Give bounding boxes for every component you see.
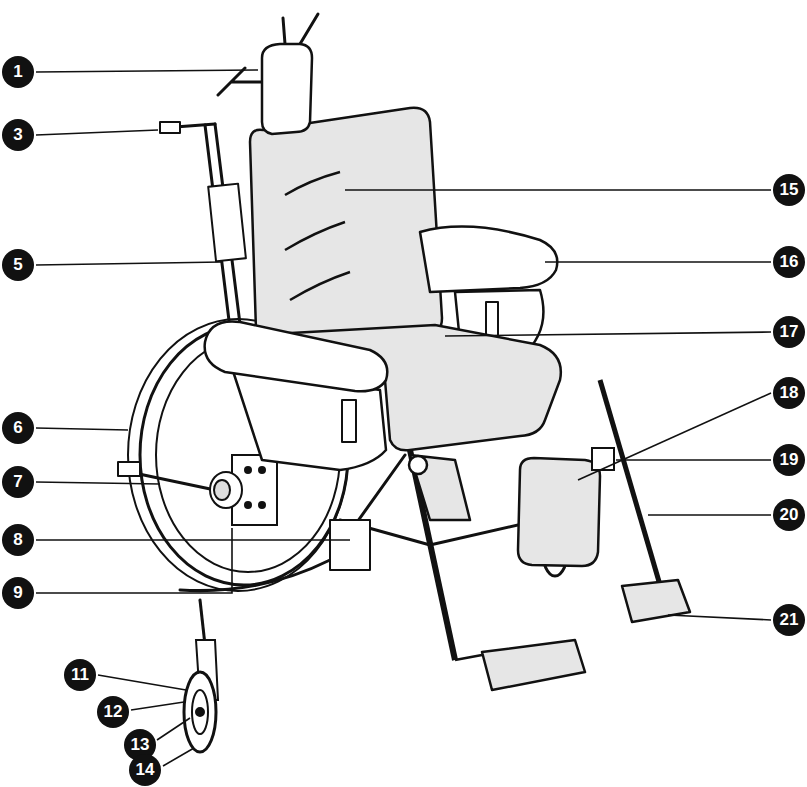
- calf-pad: [600, 380, 660, 585]
- callout-number: 16: [773, 246, 805, 278]
- back-cushion: [285, 172, 350, 300]
- left-armrest: [205, 321, 388, 391]
- callout-number: 11: [64, 659, 96, 691]
- back-cushion: [250, 108, 442, 345]
- callout-number: 19: [773, 444, 805, 476]
- legrests: [455, 655, 482, 660]
- callout-number: 6: [2, 412, 34, 444]
- callout-number: 7: [2, 466, 34, 498]
- leader-line: [648, 514, 771, 516]
- frame: [160, 122, 180, 133]
- legrests: [409, 456, 427, 474]
- legrests: [409, 450, 690, 690]
- front-caster: [184, 672, 216, 752]
- hub: [245, 502, 251, 508]
- callout-number: 8: [2, 524, 34, 556]
- leader-line: [445, 332, 771, 336]
- hub: [210, 455, 277, 525]
- calf-pad: [592, 448, 614, 470]
- leader-line: [36, 528, 232, 593]
- callout-number: 20: [773, 499, 805, 531]
- callout-number: 21: [773, 604, 805, 636]
- frame: [208, 184, 246, 262]
- callout-number: 12: [97, 696, 129, 728]
- hub: [210, 472, 242, 508]
- frame: [330, 520, 370, 570]
- hub: [214, 480, 230, 500]
- frame: [200, 600, 205, 645]
- callout-number: 9: [2, 577, 34, 609]
- callout-number: 1: [2, 56, 34, 88]
- calf-pad: [518, 458, 600, 566]
- frame: [283, 14, 318, 44]
- callout-number: 18: [773, 377, 805, 409]
- callout-number: 15: [773, 174, 805, 206]
- leader-line: [36, 482, 160, 484]
- leader-line: [578, 393, 771, 480]
- calf-pad: [518, 380, 660, 585]
- leader-line: [36, 70, 258, 72]
- back-cushion: [250, 108, 442, 345]
- headrest: [262, 44, 312, 134]
- leader-line: [36, 130, 158, 135]
- leader-line: [131, 702, 184, 710]
- leader-line: [668, 615, 771, 620]
- leader-line: [157, 718, 190, 740]
- legrests: [482, 640, 585, 690]
- front-caster: [192, 690, 208, 734]
- callout-number: 3: [2, 119, 34, 151]
- frame: [218, 68, 262, 95]
- rear-wheel: [118, 462, 140, 476]
- callout-number: 5: [2, 249, 34, 281]
- leader-lines: [36, 70, 771, 766]
- front-caster: [184, 640, 218, 752]
- leader-line: [36, 428, 128, 430]
- right-armrest: [420, 227, 557, 292]
- right-armrest: [486, 302, 498, 338]
- leader-line: [616, 459, 771, 461]
- leader-line: [98, 675, 186, 690]
- left-armrest: [342, 400, 356, 442]
- leader-line: [36, 262, 222, 265]
- leader-line: [163, 748, 194, 766]
- leader-line: [545, 261, 771, 263]
- hub: [259, 502, 265, 508]
- left-armrest: [205, 321, 388, 470]
- callout-number: 17: [773, 316, 805, 348]
- headrest: [262, 44, 312, 134]
- hub: [259, 467, 265, 473]
- frame: [180, 455, 405, 591]
- callout-number: 14: [129, 754, 161, 786]
- front-caster: [196, 708, 204, 716]
- legrests: [410, 455, 470, 520]
- leader-line: [36, 539, 350, 541]
- leader-line: [345, 189, 771, 191]
- hub: [245, 467, 251, 473]
